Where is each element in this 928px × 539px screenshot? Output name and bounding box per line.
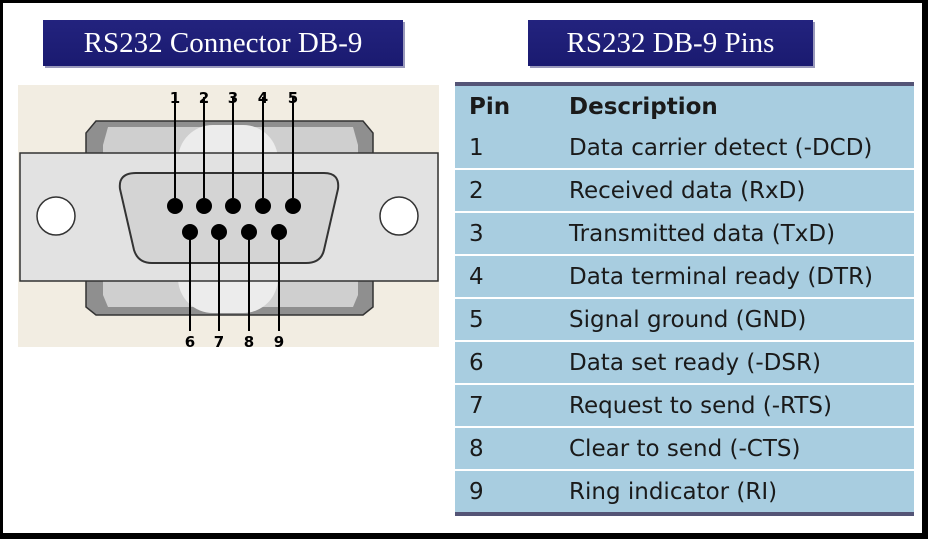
pin-description-cell: Ring indicator (RI) — [569, 469, 914, 514]
db9-connector-diagram: 1 2 3 4 5 6 7 8 9 — [18, 85, 439, 347]
right-screw-hole — [379, 196, 419, 236]
pin-number-label: 1 — [170, 89, 180, 107]
pin-number-cell: 6 — [455, 340, 569, 384]
pin-contact — [241, 224, 257, 240]
pin-description-cell: Request to send (-RTS) — [569, 383, 914, 427]
pin-description-cell: Data carrier detect (-DCD) — [569, 127, 914, 169]
pin-number-cell: 9 — [455, 469, 569, 514]
pin-contact — [255, 198, 271, 214]
pin-number-cell: 2 — [455, 168, 569, 212]
pin-contact — [196, 198, 212, 214]
pin-description-cell: Received data (RxD) — [569, 168, 914, 212]
pin-number-cell: 3 — [455, 211, 569, 255]
left-screw-hole — [36, 196, 76, 236]
pin-contact — [285, 198, 301, 214]
pin-number-cell: 8 — [455, 426, 569, 470]
pin-description-cell: Signal ground (GND) — [569, 297, 914, 341]
pin-number-cell: 4 — [455, 254, 569, 298]
pin-number-label: 8 — [244, 333, 254, 347]
pin-number-label: 3 — [228, 89, 238, 107]
pins-title: RS232 DB-9 Pins — [528, 20, 813, 66]
pin-number-label: 2 — [199, 89, 209, 107]
pin-number-label: 4 — [258, 89, 268, 107]
pin-contact — [182, 224, 198, 240]
pin-description-cell: Clear to send (-CTS) — [569, 426, 914, 470]
pin-number-label: 6 — [185, 333, 195, 347]
header-pin: Pin — [455, 84, 569, 127]
pin-number-label: 5 — [288, 89, 298, 107]
pin-number-cell: 7 — [455, 383, 569, 427]
pin-contact — [211, 224, 227, 240]
pin-description-cell: Transmitted data (TxD) — [569, 211, 914, 255]
pin-number-cell: 5 — [455, 297, 569, 341]
pin-description-cell: Data terminal ready (DTR) — [569, 254, 914, 298]
pin-number-label: 7 — [214, 333, 224, 347]
pin-contact — [271, 224, 287, 240]
pin-number-label: 9 — [274, 333, 284, 347]
pin-description-cell: Data set ready (-DSR) — [569, 340, 914, 384]
header-description: Description — [569, 84, 914, 127]
connector-title: RS232 Connector DB-9 — [43, 20, 403, 66]
pin-contact — [225, 198, 241, 214]
table-header-row: Pin Description — [455, 84, 914, 127]
d-shaped-face — [118, 172, 340, 264]
pin-number-cell: 1 — [455, 127, 569, 169]
pin-contact — [167, 198, 183, 214]
